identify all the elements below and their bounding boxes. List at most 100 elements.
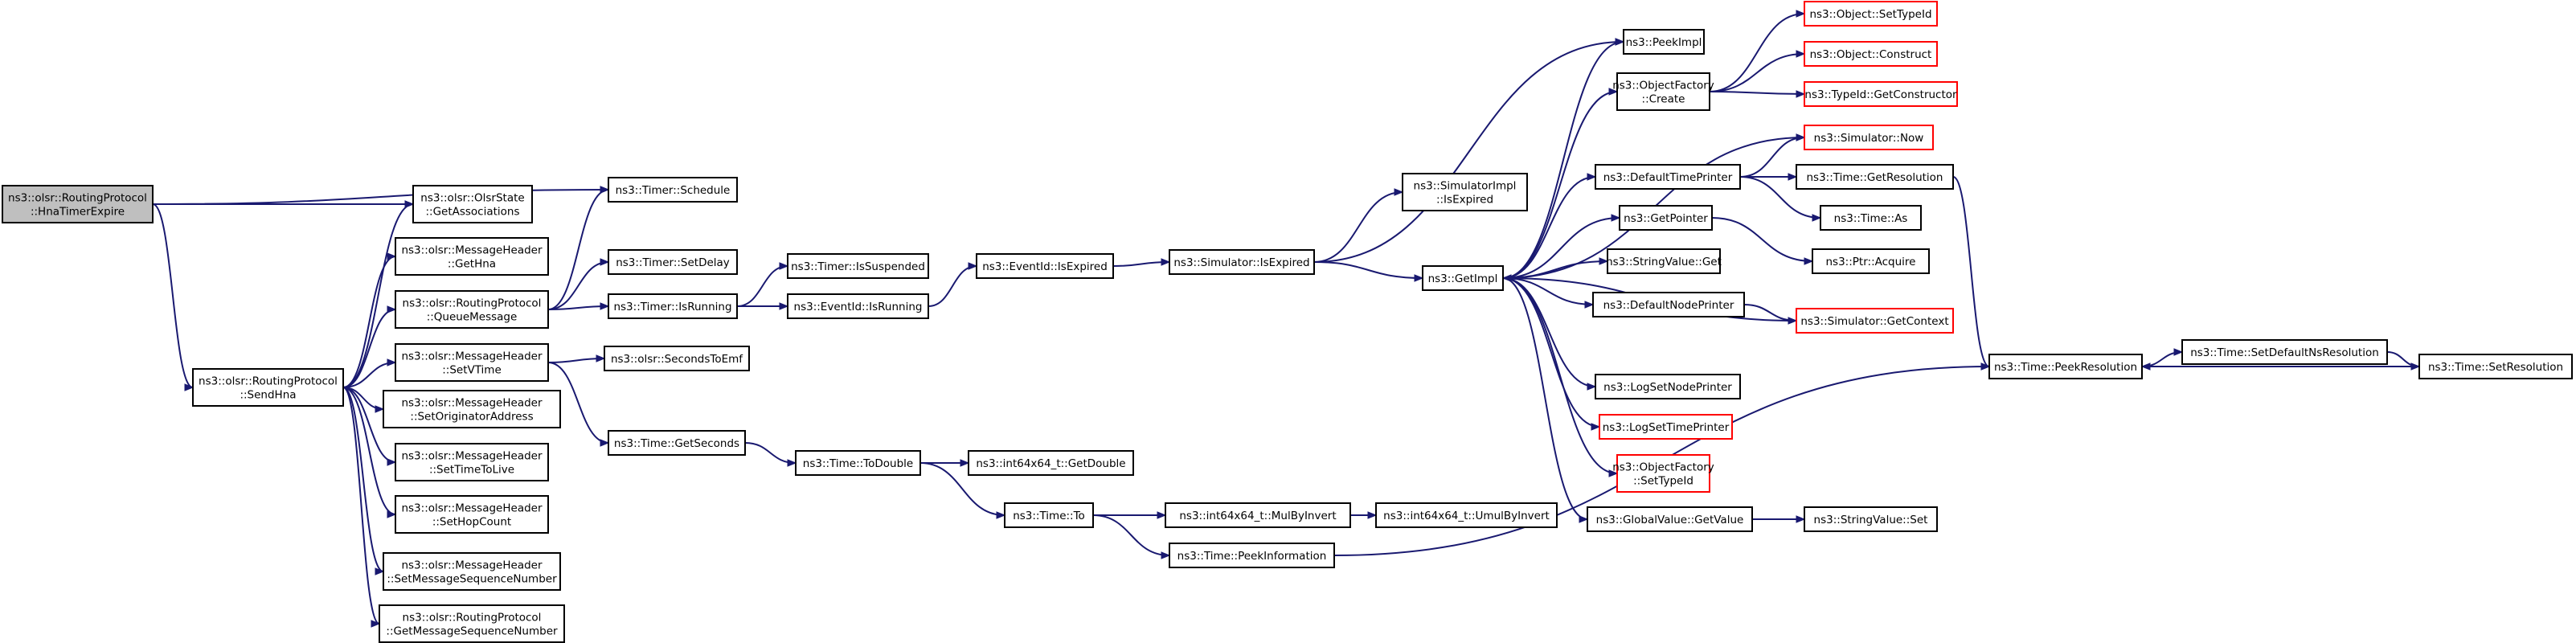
node-box — [2418, 354, 2573, 379]
node-setvtime[interactable]: ns3::olsr::MessageHeader::SetVTime — [395, 343, 549, 382]
node-defnodeprinter[interactable]: ns3::DefaultNodePrinter — [1592, 292, 1745, 317]
node-peekimpl[interactable]: ns3::PeekImpl — [1623, 29, 1705, 55]
node-simnow[interactable]: ns3::Simulator::Now — [1804, 125, 1934, 150]
node-queuemsg[interactable]: ns3::olsr::RoutingProtocol::QueueMessage — [395, 290, 549, 329]
edge-getimpl-to-ofsettypeid — [1502, 277, 1618, 474]
edge-getimpl-to-logsetnode — [1502, 277, 1596, 387]
node-deftimeprinter[interactable]: ns3::DefaultTimePrinter — [1595, 164, 1741, 190]
node-eventisexpired[interactable]: ns3::EventId::IsExpired — [976, 253, 1114, 279]
node-label: ns3::Time::SetDefaultNsResolution — [2190, 346, 2379, 359]
node-label: ns3::Time::As — [1834, 212, 1908, 225]
node-label: ns3::LogSetNodePrinter — [1603, 381, 1732, 394]
arrowhead — [1161, 258, 1171, 266]
arrowhead — [1579, 515, 1589, 523]
edge-getimpl-to-stringvalueget — [1502, 260, 1608, 279]
arrowhead — [387, 510, 397, 518]
node-timeto[interactable]: ns3::Time::To — [1004, 502, 1094, 528]
node-getassoc[interactable]: ns3::olsr::OlsrState::GetAssociations — [412, 185, 533, 223]
node-stringvalueget[interactable]: ns3::StringValue::Get — [1606, 248, 1722, 274]
node-sendhna[interactable]: ns3::olsr::RoutingProtocol::SendHna — [192, 368, 344, 407]
node-label: ns3::PeekImpl — [1626, 36, 1702, 49]
node-label: ns3::Time::SetResolution — [2428, 361, 2563, 374]
node-label: ::QueueMessage — [427, 311, 518, 324]
node-getseq[interactable]: ns3::olsr::RoutingProtocol::GetMessageSe… — [379, 604, 565, 643]
node-simisexpired[interactable]: ns3::Simulator::IsExpired — [1169, 249, 1315, 275]
node-objconstruct[interactable]: ns3::Object::Construct — [1804, 41, 1938, 67]
node-label: ns3::Simulator::IsExpired — [1173, 256, 1309, 269]
node-ofcreate[interactable]: ns3::ObjectFactory::Create — [1612, 72, 1714, 111]
edge-getimpl-to-getpointer — [1502, 217, 1620, 279]
node-ofsettypeid[interactable]: ns3::ObjectFactory::SetTypeId — [1612, 454, 1714, 493]
node-box — [1422, 265, 1504, 291]
node-label: ns3::Ptr::Acquire — [1826, 256, 1916, 268]
node-setorig[interactable]: ns3::olsr::MessageHeader::SetOriginatorA… — [383, 390, 561, 428]
node-box — [1820, 205, 1922, 231]
node-globalgetvalue[interactable]: ns3::GlobalValue::GetValue — [1587, 506, 1753, 532]
node-secondstoemf[interactable]: ns3::olsr::SecondsToEmf — [604, 346, 750, 371]
node-timeas[interactable]: ns3::Time::As — [1820, 205, 1922, 231]
node-setdefaultns[interactable]: ns3::Time::SetDefaultNsResolution — [2181, 339, 2388, 365]
arrowhead — [1804, 257, 1814, 265]
node-label: ns3::olsr::MessageHeader — [401, 502, 543, 515]
node-setresolution[interactable]: ns3::Time::SetResolution — [2418, 354, 2573, 379]
arrowhead — [968, 262, 978, 270]
edge-simisexpired-to-simimplisexpired — [1313, 191, 1403, 263]
node-simgetcontext[interactable]: ns3::Simulator::GetContext — [1796, 308, 1954, 334]
node-label: ns3::StringValue::Set — [1814, 514, 1928, 526]
node-box — [395, 495, 549, 534]
arrowhead — [387, 458, 397, 466]
node-gethna[interactable]: ns3::olsr::MessageHeader::GetHna — [395, 237, 549, 276]
node-label: ns3::olsr::MessageHeader — [401, 244, 543, 257]
node-ptracquire[interactable]: ns3::Ptr::Acquire — [1812, 248, 1930, 274]
node-sethop[interactable]: ns3::olsr::MessageHeader::SetHopCount — [395, 495, 549, 534]
arrowhead — [1796, 10, 1806, 18]
node-getpointer[interactable]: ns3::GetPointer — [1619, 205, 1713, 231]
node-umulbyinvert[interactable]: ns3::int64x64_t::UmulByInvert — [1375, 502, 1558, 528]
node-setttl[interactable]: ns3::olsr::MessageHeader::SetTimeToLive — [395, 443, 549, 481]
node-eventisrunning[interactable]: ns3::EventId::IsRunning — [787, 293, 929, 319]
edge-ofcreate-to-objsettypeid — [1709, 13, 1805, 92]
node-peekinfo[interactable]: ns3::Time::PeekInformation — [1169, 543, 1335, 568]
node-label: ns3::olsr::MessageHeader — [401, 350, 543, 363]
edge-getimpl-to-peekimpl — [1502, 41, 1624, 279]
node-logsettime[interactable]: ns3::LogSetTimePrinter — [1599, 414, 1733, 440]
node-schedule[interactable]: ns3::Timer::Schedule — [608, 177, 738, 203]
node-logsetnode[interactable]: ns3::LogSetNodePrinter — [1595, 374, 1741, 399]
node-box — [1402, 173, 1528, 211]
node-box — [1616, 72, 1710, 111]
node-timerisrunning[interactable]: ns3::Timer::IsRunning — [608, 293, 738, 319]
node-box — [379, 604, 565, 643]
node-peekresolution[interactable]: ns3::Time::PeekResolution — [1988, 354, 2143, 379]
node-box — [1804, 125, 1934, 150]
node-typeidgetctor[interactable]: ns3::TypeId::GetConstructor — [1804, 81, 1958, 107]
node-setdelay[interactable]: ns3::Timer::SetDelay — [608, 249, 738, 275]
node-getimpl[interactable]: ns3::GetImpl — [1422, 265, 1504, 291]
node-objsettypeid[interactable]: ns3::Object::SetTypeId — [1804, 1, 1938, 27]
node-box — [192, 368, 344, 407]
arrowhead — [1608, 88, 1619, 96]
node-label: ns3::olsr::RoutingProtocol — [199, 375, 338, 388]
node-getresolution[interactable]: ns3::Time::GetResolution — [1796, 164, 1954, 190]
edge-queuemsg-to-schedule — [547, 189, 609, 310]
node-label: ::SendHna — [240, 389, 296, 402]
node-simimplisexpired[interactable]: ns3::SimulatorImpl::IsExpired — [1402, 173, 1528, 211]
edge-timeto-to-peekinfo — [1092, 514, 1170, 556]
node-label: ns3::Time::PeekInformation — [1177, 550, 1327, 563]
node-box — [1595, 164, 1741, 190]
node-getdouble[interactable]: ns3::int64x64_t::GetDouble — [968, 450, 1134, 476]
node-label: ns3::Time::To — [1013, 510, 1085, 522]
node-label: ns3::int64x64_t::GetDouble — [976, 457, 1125, 470]
node-getseconds[interactable]: ns3::Time::GetSeconds — [608, 430, 746, 456]
node-mulbyinvert[interactable]: ns3::int64x64_t::MulByInvert — [1165, 502, 1351, 528]
node-hna[interactable]: ns3::olsr::RoutingProtocol::HnaTimerExpi… — [2, 185, 154, 223]
node-issuspended[interactable]: ns3::Timer::IsSuspended — [787, 253, 929, 279]
node-label: ns3::Time::GetResolution — [1806, 171, 1943, 184]
edge-deftimeprinter-to-timeas — [1739, 176, 1821, 219]
node-label: ::GetMessageSequenceNumber — [386, 625, 558, 638]
arrowhead — [387, 358, 397, 367]
arrowhead — [600, 258, 610, 266]
node-todouble[interactable]: ns3::Time::ToDouble — [795, 450, 921, 476]
node-stringvalueset[interactable]: ns3::StringValue::Set — [1804, 506, 1938, 532]
node-label: ns3::olsr::RoutingProtocol — [403, 297, 542, 310]
node-setseq[interactable]: ns3::olsr::MessageHeader::SetMessageSequ… — [383, 552, 561, 591]
